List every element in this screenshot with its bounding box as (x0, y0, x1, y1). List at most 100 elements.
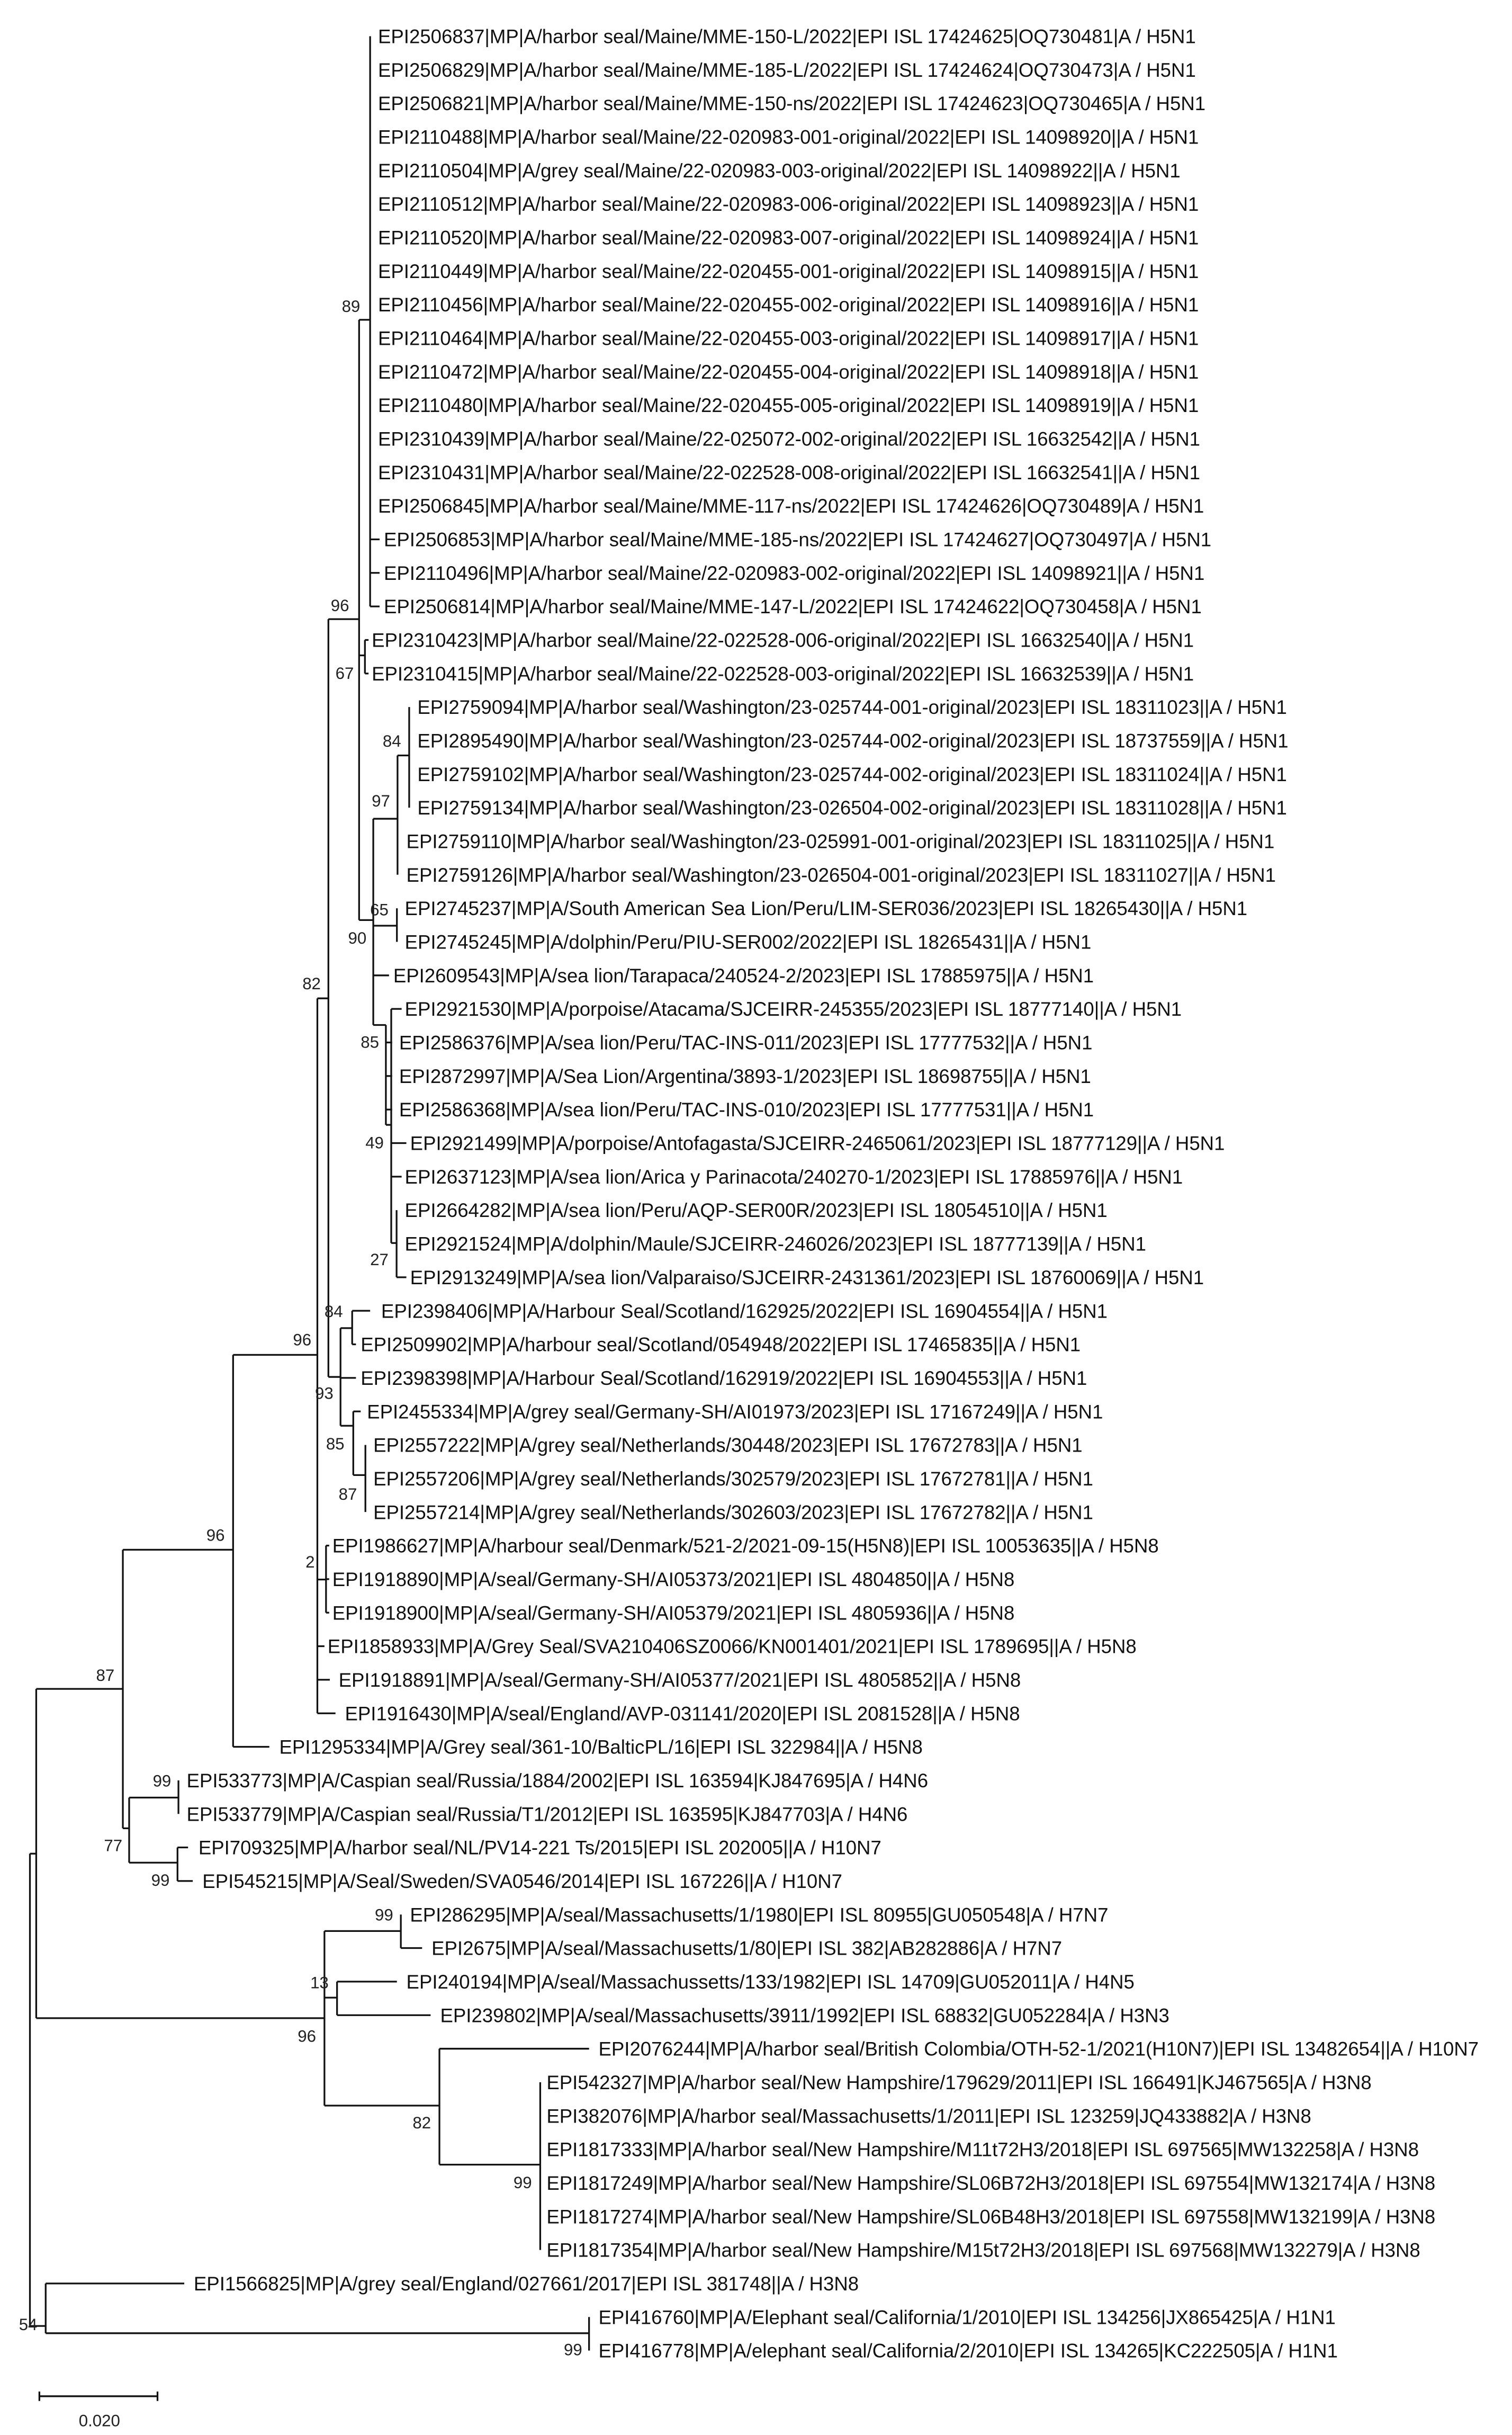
bootstrap-value: 87 (339, 1485, 357, 1503)
leaf-label: EPI2506837|MP|A/harbor seal/Maine/MME-15… (378, 26, 1196, 48)
leaf-label: EPI416778|MP|A/elephant seal/California/… (599, 2340, 1338, 2362)
leaf-label: EPI2745237|MP|A/South American Sea Lion/… (405, 898, 1248, 919)
bootstrap-value: 99 (514, 2173, 532, 2192)
leaf-label: EPI2557222|MP|A/grey seal/Netherlands/30… (373, 1435, 1083, 1456)
leaf-label: EPI2759094|MP|A/harbor seal/Washington/2… (417, 696, 1286, 718)
leaf-label: EPI1817333|MP|A/harbor seal/New Hampshir… (546, 2139, 1419, 2161)
leaf-label: EPI533779|MP|A/Caspian seal/Russia/T1/20… (187, 1803, 908, 1825)
leaf-label: EPI2586368|MP|A/sea lion/Peru/TAC-INS-01… (399, 1099, 1094, 1121)
bootstrap-value: 93 (315, 1384, 334, 1403)
leaf-label: EPI709325|MP|A/harbor seal/NL/PV14-221 T… (199, 1837, 881, 1859)
bootstrap-value: 65 (370, 900, 389, 919)
bootstrap-value: 99 (151, 1871, 170, 1890)
leaf-label: EPI2310431|MP|A/harbor seal/Maine/22-022… (378, 462, 1200, 484)
bootstrap-value: 85 (326, 1435, 345, 1453)
leaf-label: EPI2110504|MP|A/grey seal/Maine/22-02098… (378, 160, 1181, 182)
leaf-label: EPI1918890|MP|A/seal/Germany-SH/AI05373/… (332, 1569, 1015, 1590)
leaf-label: EPI2921499|MP|A/porpoise/Antofagasta/SJC… (410, 1133, 1225, 1154)
bootstrap-value: 97 (372, 792, 390, 810)
leaf-label: EPI2398398|MP|A/Harbour Seal/Scotland/16… (361, 1367, 1087, 1389)
bootstrap-value: 54 (19, 2315, 38, 2334)
leaf-label: EPI2586376|MP|A/sea lion/Peru/TAC-INS-01… (399, 1032, 1093, 1054)
leaf-label: EPI2110464|MP|A/harbor seal/Maine/22-020… (378, 328, 1199, 350)
bootstrap-value: 2 (305, 1553, 314, 1571)
leaf-label: EPI2310439|MP|A/harbor seal/Maine/22-025… (378, 428, 1200, 450)
bootstrap-value: 96 (206, 1526, 225, 1544)
leaf-label: EPI2506845|MP|A/harbor seal/Maine/MME-11… (378, 495, 1204, 517)
leaf-label: EPI382076|MP|A/harbor seal/Massachusetts… (546, 2105, 1311, 2127)
leaf-label: EPI1916430|MP|A/seal/England/AVP-031141/… (345, 1703, 1020, 1724)
leaf-label: EPI545215|MP|A/Seal/Sweden/SVA0546/2014|… (202, 1870, 842, 1892)
leaf-label: EPI1295334|MP|A/Grey seal/361-10/BalticP… (279, 1736, 922, 1758)
leaf-label: EPI2110472|MP|A/harbor seal/Maine/22-020… (378, 361, 1199, 383)
bootstrap-value: 89 (342, 297, 361, 316)
leaf-label: EPI2110480|MP|A/harbor seal/Maine/22-020… (378, 395, 1199, 416)
leaf-label: EPI2506829|MP|A/harbor seal/Maine/MME-18… (378, 59, 1196, 81)
leaf-label: EPI2110456|MP|A/harbor seal/Maine/22-020… (378, 294, 1199, 316)
leaf-label: EPI2506821|MP|A/harbor seal/Maine/MME-15… (378, 93, 1205, 114)
bootstrap-value: 84 (383, 732, 401, 750)
leaf-label: EPI2506814|MP|A/harbor seal/Maine/MME-14… (384, 596, 1202, 617)
leaf-label: EPI286295|MP|A/seal/Massachusetts/1/1980… (410, 1904, 1108, 1926)
leaf-label: EPI2759110|MP|A/harbor seal/Washington/2… (407, 831, 1275, 853)
leaf-label: EPI1566825|MP|A/grey seal/England/027661… (194, 2273, 859, 2295)
leaf-label: EPI542327|MP|A/harbor seal/New Hampshire… (546, 2072, 1371, 2093)
leaf-label: EPI2759134|MP|A/harbor seal/Washington/2… (417, 797, 1286, 819)
bootstrap-value: 77 (104, 1837, 122, 1855)
bootstrap-value: 96 (331, 596, 349, 615)
leaf-label: EPI2872997|MP|A/Sea Lion/Argentina/3893-… (399, 1066, 1091, 1087)
bootstrap-value: 84 (325, 1302, 343, 1321)
bootstrap-value: 99 (153, 1772, 172, 1791)
leaf-label: EPI2913249|MP|A/sea lion/Valparaiso/SJCE… (410, 1267, 1204, 1288)
tree-branches (29, 36, 590, 2351)
leaf-label: EPI1817354|MP|A/harbor seal/New Hampshir… (546, 2240, 1420, 2261)
scale-bar: 0.020 (38, 2391, 159, 2430)
leaf-label: EPI2664282|MP|A/sea lion/Peru/AQP-SER00R… (405, 1199, 1108, 1221)
leaf-label: EPI2675|MP|A/seal/Massachusetts/1/80|EPI… (431, 1938, 1062, 1959)
leaf-label: EPI2759102|MP|A/harbor seal/Washington/2… (417, 764, 1286, 785)
bootstrap-value: 85 (361, 1033, 379, 1051)
leaf-label: EPI2110512|MP|A/harbor seal/Maine/22-020… (378, 193, 1199, 215)
leaf-label: EPI2110496|MP|A/harbor seal/Maine/22-020… (384, 562, 1204, 584)
leaf-label: EPI2921524|MP|A/dolphin/Maule/SJCEIRR-24… (405, 1233, 1146, 1255)
leaf-label: EPI2509902|MP|A/harbour seal/Scotland/05… (361, 1334, 1081, 1356)
leaf-label: EPI239802|MP|A/seal/Massachusetts/3911/1… (440, 2004, 1169, 2026)
leaf-label: EPI2110488|MP|A/harbor seal/Maine/22-020… (378, 127, 1199, 148)
leaf-label: EPI2895490|MP|A/harbor seal/Washington/2… (417, 730, 1288, 752)
leaf-label: EPI2557206|MP|A/grey seal/Netherlands/30… (373, 1468, 1093, 1490)
leaf-label: EPI2921530|MP|A/porpoise/Atacama/SJCEIRR… (405, 998, 1182, 1020)
leaf-label: EPI2759126|MP|A/harbor seal/Washington/2… (407, 864, 1276, 886)
bootstrap-value: 87 (96, 1666, 114, 1685)
leaf-label: EPI2455334|MP|A/grey seal/Germany-SH/AI0… (367, 1401, 1103, 1422)
leaf-label: EPI240194|MP|A/seal/Massachussetts/133/1… (407, 1971, 1135, 1993)
bootstrap-value: 82 (302, 974, 321, 993)
scale-bar-label: 0.020 (79, 2411, 120, 2430)
leaf-label: EPI2506853|MP|A/harbor seal/Maine/MME-18… (384, 529, 1211, 551)
bootstrap-value: 49 (365, 1134, 384, 1152)
leaf-label: EPI533773|MP|A/Caspian seal/Russia/1884/… (187, 1770, 929, 1792)
leaf-label: EPI2398406|MP|A/Harbour Seal/Scotland/16… (381, 1300, 1108, 1322)
leaf-label: EPI1817274|MP|A/harbor seal/New Hampshir… (546, 2206, 1435, 2227)
leaf-label: EPI2310423|MP|A/harbor seal/Maine/22-022… (372, 630, 1194, 651)
leaf-label: EPI2609543|MP|A/sea lion/Tarapaca/240524… (393, 965, 1094, 987)
bootstrap-value: 99 (564, 2340, 582, 2359)
leaf-label: EPI2637123|MP|A/sea lion/Arica y Parinac… (405, 1166, 1183, 1188)
bootstrap-value: 90 (348, 929, 366, 947)
bootstrap-value: 67 (336, 664, 354, 683)
bootstrap-value: 13 (310, 1973, 329, 1992)
leaf-label: EPI2745245|MP|A/dolphin/Peru/PIU-SER002/… (405, 932, 1092, 953)
bootstrap-value: 99 (375, 1905, 393, 1924)
bootstrap-value: 96 (293, 1331, 311, 1349)
bootstrap-value: 27 (370, 1250, 389, 1269)
leaf-label: EPI2076244|MP|A/harbor seal/British Colo… (599, 2038, 1479, 2060)
leaf-label: EPI1918900|MP|A/seal/Germany-SH/AI05379/… (332, 1602, 1015, 1624)
leaf-label: EPI1858933|MP|A/Grey Seal/SVA210406SZ006… (328, 1636, 1137, 1658)
leaf-label: EPI1986627|MP|A/harbour seal/Denmark/521… (332, 1535, 1159, 1557)
leaf-labels: EPI2506837|MP|A/harbor seal/Maine/MME-15… (187, 26, 1479, 2362)
bootstrap-value: 96 (298, 2027, 316, 2045)
leaf-label: EPI2110520|MP|A/harbor seal/Maine/22-020… (378, 227, 1199, 249)
leaf-label: EPI2310415|MP|A/harbor seal/Maine/22-022… (372, 663, 1194, 685)
leaf-label: EPI2110449|MP|A/harbor seal/Maine/22-020… (378, 261, 1199, 282)
